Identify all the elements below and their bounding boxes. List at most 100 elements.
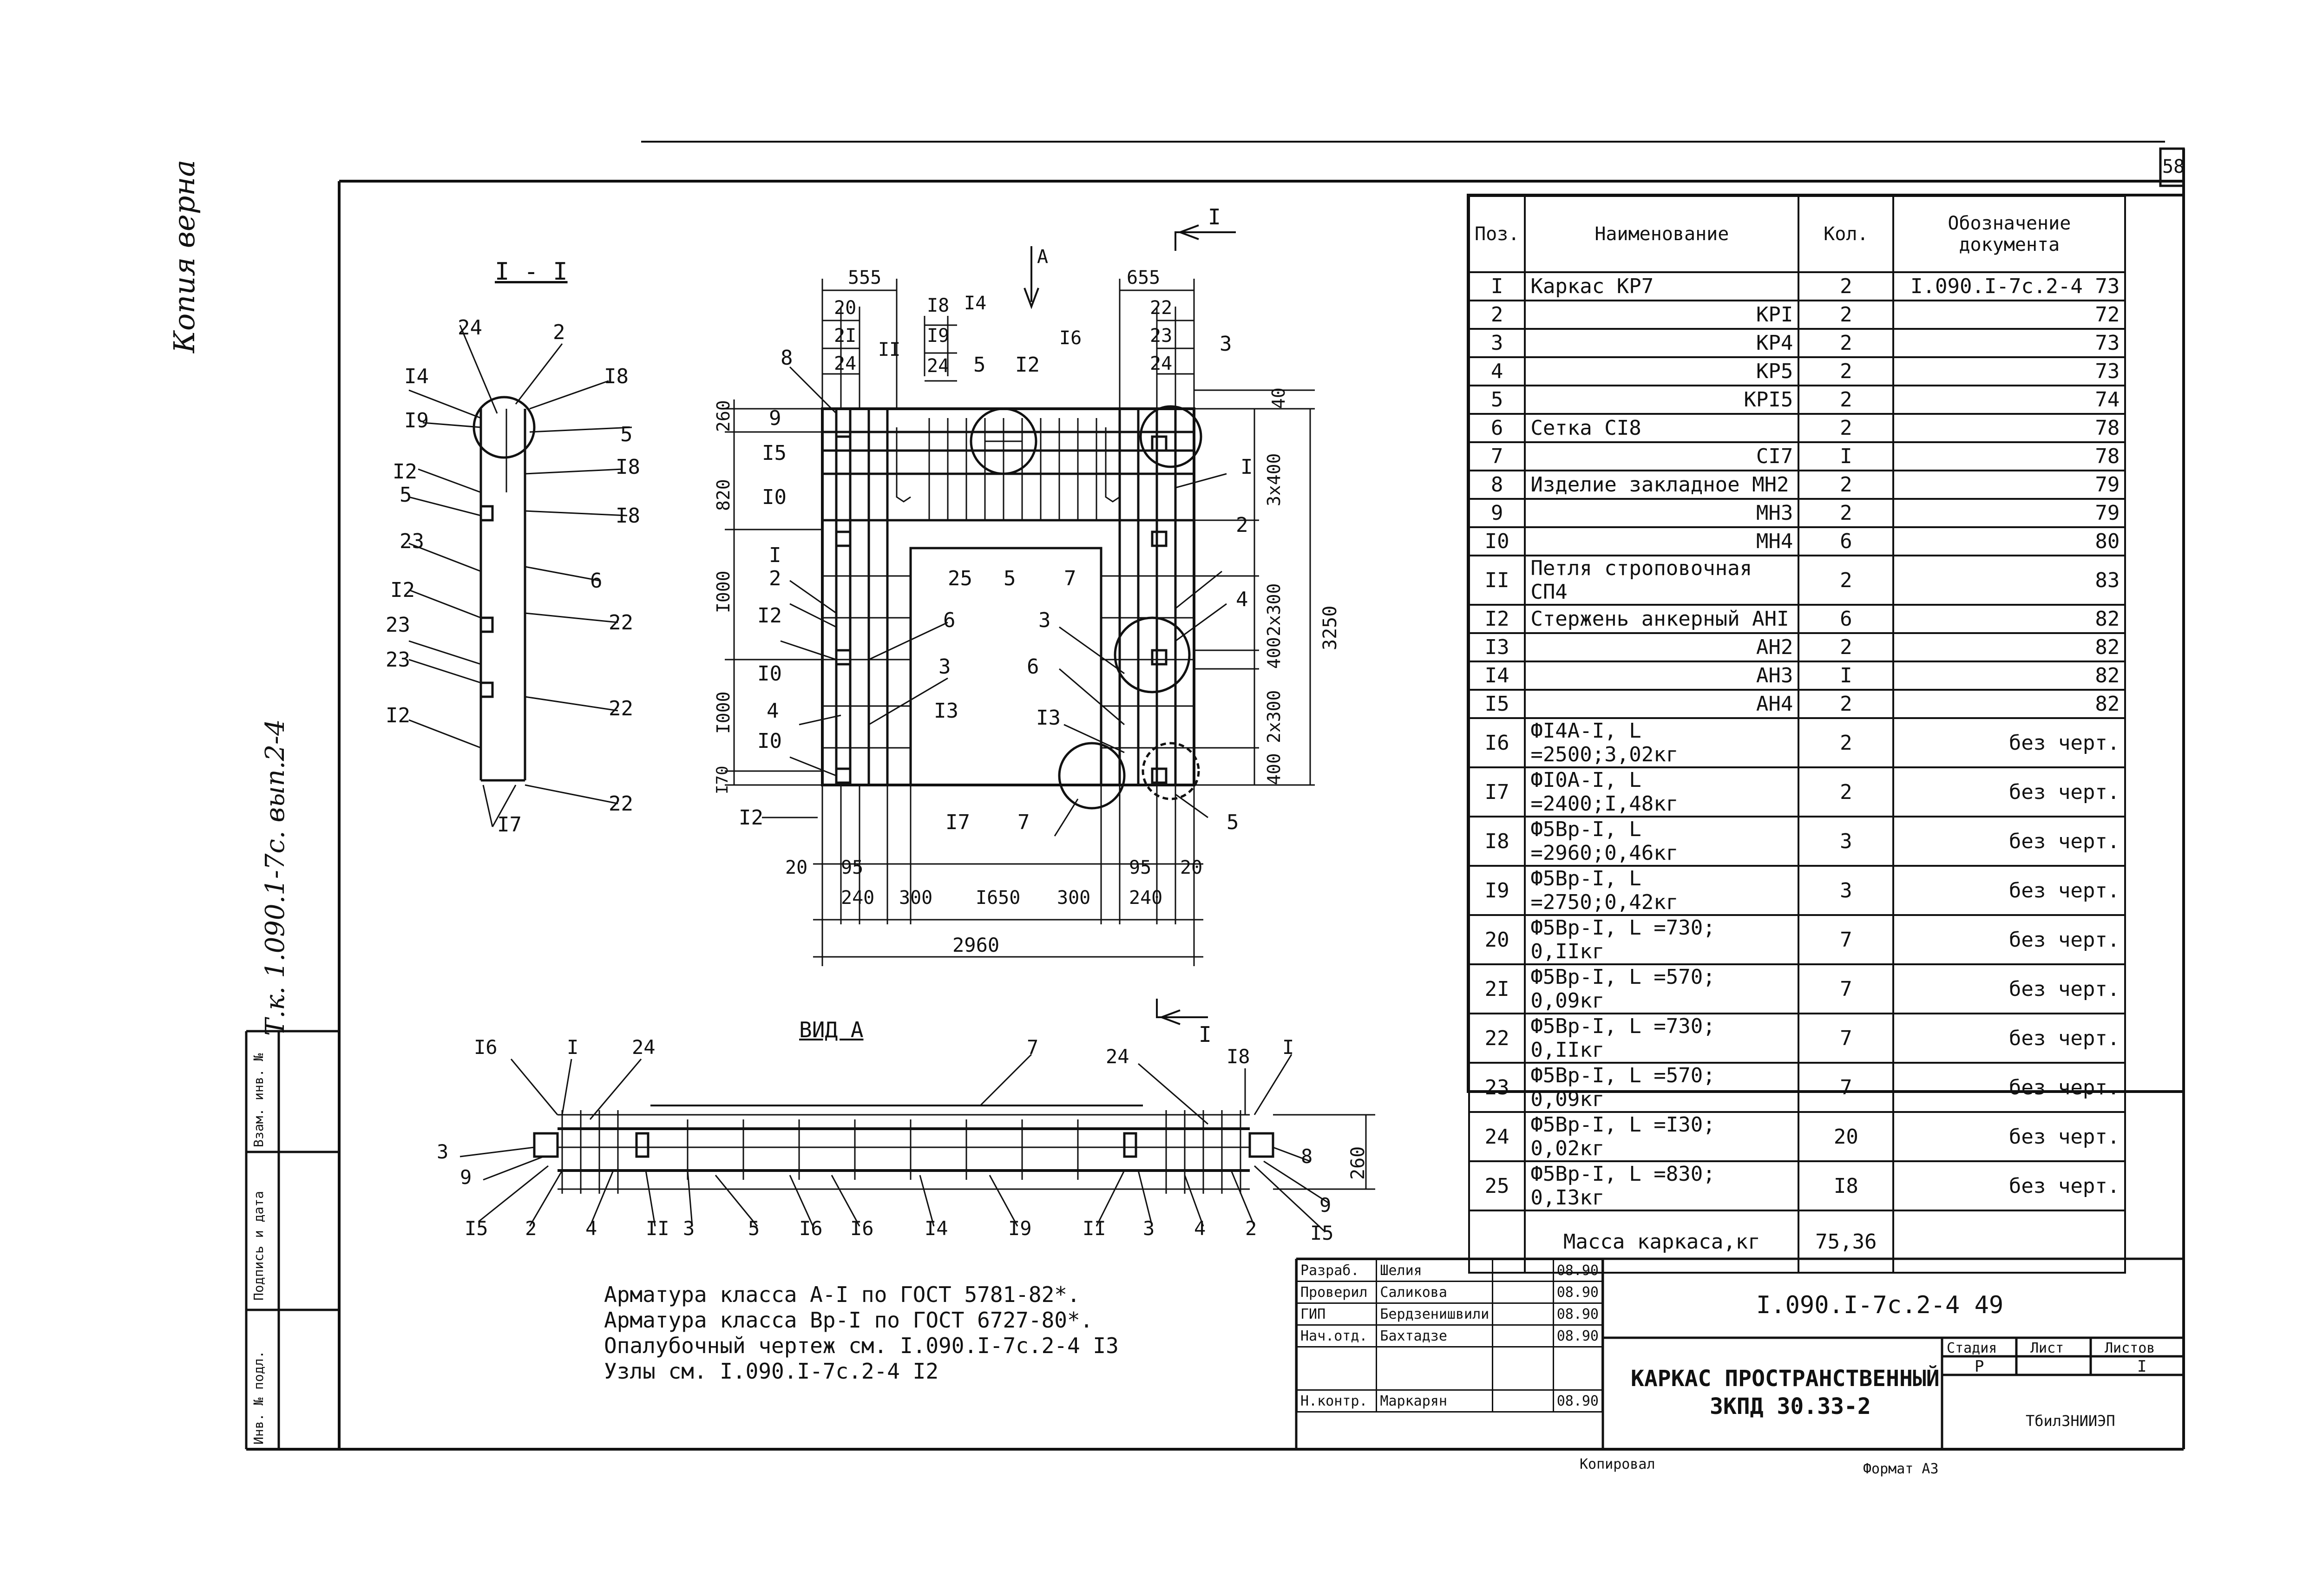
role-cell-date: 08.90: [1552, 1302, 1603, 1326]
sheets-value: I: [2137, 1357, 2147, 1376]
dim-label: 40: [1268, 387, 1289, 409]
dim-label: 555: [848, 267, 882, 288]
note-line: Узлы см. I.090.I-7с.2-4 I2: [604, 1359, 939, 1384]
spec-cell-doc: 83: [1892, 555, 2126, 606]
callout: I2: [390, 578, 415, 602]
spec-cell-qty: 7: [1798, 914, 1895, 965]
callout: I9: [404, 409, 429, 432]
spec-cell-name: Ф5Вр-I, L =730; 0,IIкг: [1524, 1013, 1800, 1064]
spec-cell-qty: I: [1798, 661, 1895, 691]
callout: 9: [1319, 1194, 1332, 1217]
callout: 24: [632, 1036, 656, 1059]
spec-cell-qty: 3: [1798, 816, 1895, 867]
dim-label: I70: [713, 765, 732, 794]
role-cell-date: 08.90: [1552, 1389, 1603, 1413]
spec-cell-name: Каркас КР7: [1524, 271, 1800, 301]
callout: I2: [386, 704, 410, 727]
callout: I4: [964, 293, 987, 314]
spec-cell-qty: 2: [1798, 632, 1895, 662]
spec-cell-pos: 23: [1468, 1062, 1526, 1113]
arrow-a-label: А: [1037, 246, 1049, 268]
role-cell-sig: [1492, 1302, 1554, 1326]
callout: 23: [386, 613, 410, 637]
spec-header-row: Поз. Наименование Кол. Обозначение докум…: [1468, 195, 2126, 273]
spec-cell-name: Петля строповочная СП4: [1524, 555, 1800, 606]
dim-label: 20: [1180, 857, 1203, 878]
callout: I8: [604, 365, 629, 388]
dim-label: 95: [1129, 857, 1152, 878]
spec-cell-pos: 2I: [1468, 963, 1526, 1014]
callout: I6: [850, 1217, 874, 1240]
dim-label: 300: [1057, 887, 1091, 909]
spec-cell-pos: I7: [1468, 766, 1526, 818]
drawing-title-1: КАРКАС ПРОСТРАНСТВЕННЫЙ: [1631, 1366, 1940, 1392]
spec-cell-name: Изделие закладное МН2: [1524, 470, 1800, 500]
callout: I4: [404, 365, 429, 388]
callout: 3: [683, 1217, 695, 1240]
callout: 7: [1027, 1036, 1039, 1059]
callout: I6: [799, 1217, 823, 1240]
spec-cell-qty: 2: [1798, 385, 1895, 415]
callout: I9: [927, 325, 950, 347]
callout: I8: [1227, 1045, 1250, 1068]
view-a-title: ВИД А: [799, 1017, 864, 1042]
stage-label: Стадия: [1947, 1340, 1997, 1356]
spec-cell-qty: 7: [1798, 1013, 1895, 1064]
spec-cell-qty: I: [1798, 441, 1895, 471]
callout: 5: [400, 483, 412, 507]
callout: 6: [1027, 655, 1039, 679]
role-cell-name: Маркарян: [1376, 1389, 1494, 1413]
dim-label: 24: [834, 353, 857, 374]
callout: I4: [925, 1217, 948, 1240]
dim-label: 3250: [1319, 605, 1341, 650]
spec-cell-name: Ф5Вр-I, L =2960;0,46кг: [1524, 816, 1800, 867]
callout: 7: [1064, 567, 1076, 590]
spec-cell-name: Ф5Вр-I, L =I30; 0,02кг: [1524, 1111, 1800, 1162]
side-reference: Т.к. 1.090.1-7с. вып.2-4: [260, 719, 290, 1036]
callout: I6: [1059, 327, 1082, 349]
copied-label: Копировал: [1580, 1456, 1655, 1472]
spec-cell-pos: 8: [1468, 470, 1526, 500]
spec-cell-name: КР4: [1524, 328, 1800, 358]
spec-cell-qty: 2: [1798, 717, 1895, 768]
callout: 23: [400, 530, 424, 553]
spec-cell-doc: I.090.I-7с.2-4 73: [1892, 271, 2126, 301]
callout: I: [1240, 455, 1253, 479]
spec-cell-pos: 25: [1468, 1160, 1526, 1211]
spec-header-name: Наименование: [1524, 195, 1800, 273]
dim-label: 2I: [834, 325, 857, 347]
callout: I0: [757, 729, 782, 753]
dim-label: 300: [899, 887, 933, 909]
callout: 25: [948, 567, 972, 590]
spec-cell-doc: 79: [1892, 470, 2126, 500]
spec-cell-doc: без черт.: [1892, 1013, 2126, 1064]
callout: 2: [553, 321, 565, 344]
spec-cell-doc: без черт.: [1892, 1062, 2126, 1113]
note-line: Арматура класса Вр-I по ГОСТ 6727-80*.: [604, 1308, 1093, 1333]
spec-cell-doc: без черт.: [1892, 1160, 2126, 1211]
callout: I: [567, 1036, 579, 1059]
role-cell-role: Разраб.: [1296, 1259, 1378, 1282]
spec-header-qty: Кол.: [1798, 195, 1895, 273]
callout: I8: [616, 504, 640, 528]
spec-cell-qty: 2: [1798, 470, 1895, 500]
stamp-col-sign: Подпись и дата: [251, 1190, 266, 1301]
dim-label: 20: [834, 297, 857, 319]
callout: 24: [1106, 1045, 1129, 1068]
spec-cell-pos: I8: [1468, 816, 1526, 867]
callout: 8: [781, 346, 793, 370]
spec-cell-pos: I6: [1468, 717, 1526, 768]
spec-cell-doc: без черт.: [1892, 963, 2126, 1014]
drawing-title-2: ЗКПД 30.33-2: [1710, 1393, 1871, 1419]
spec-cell-doc: 82: [1892, 661, 2126, 691]
callout: 3: [1143, 1217, 1155, 1240]
